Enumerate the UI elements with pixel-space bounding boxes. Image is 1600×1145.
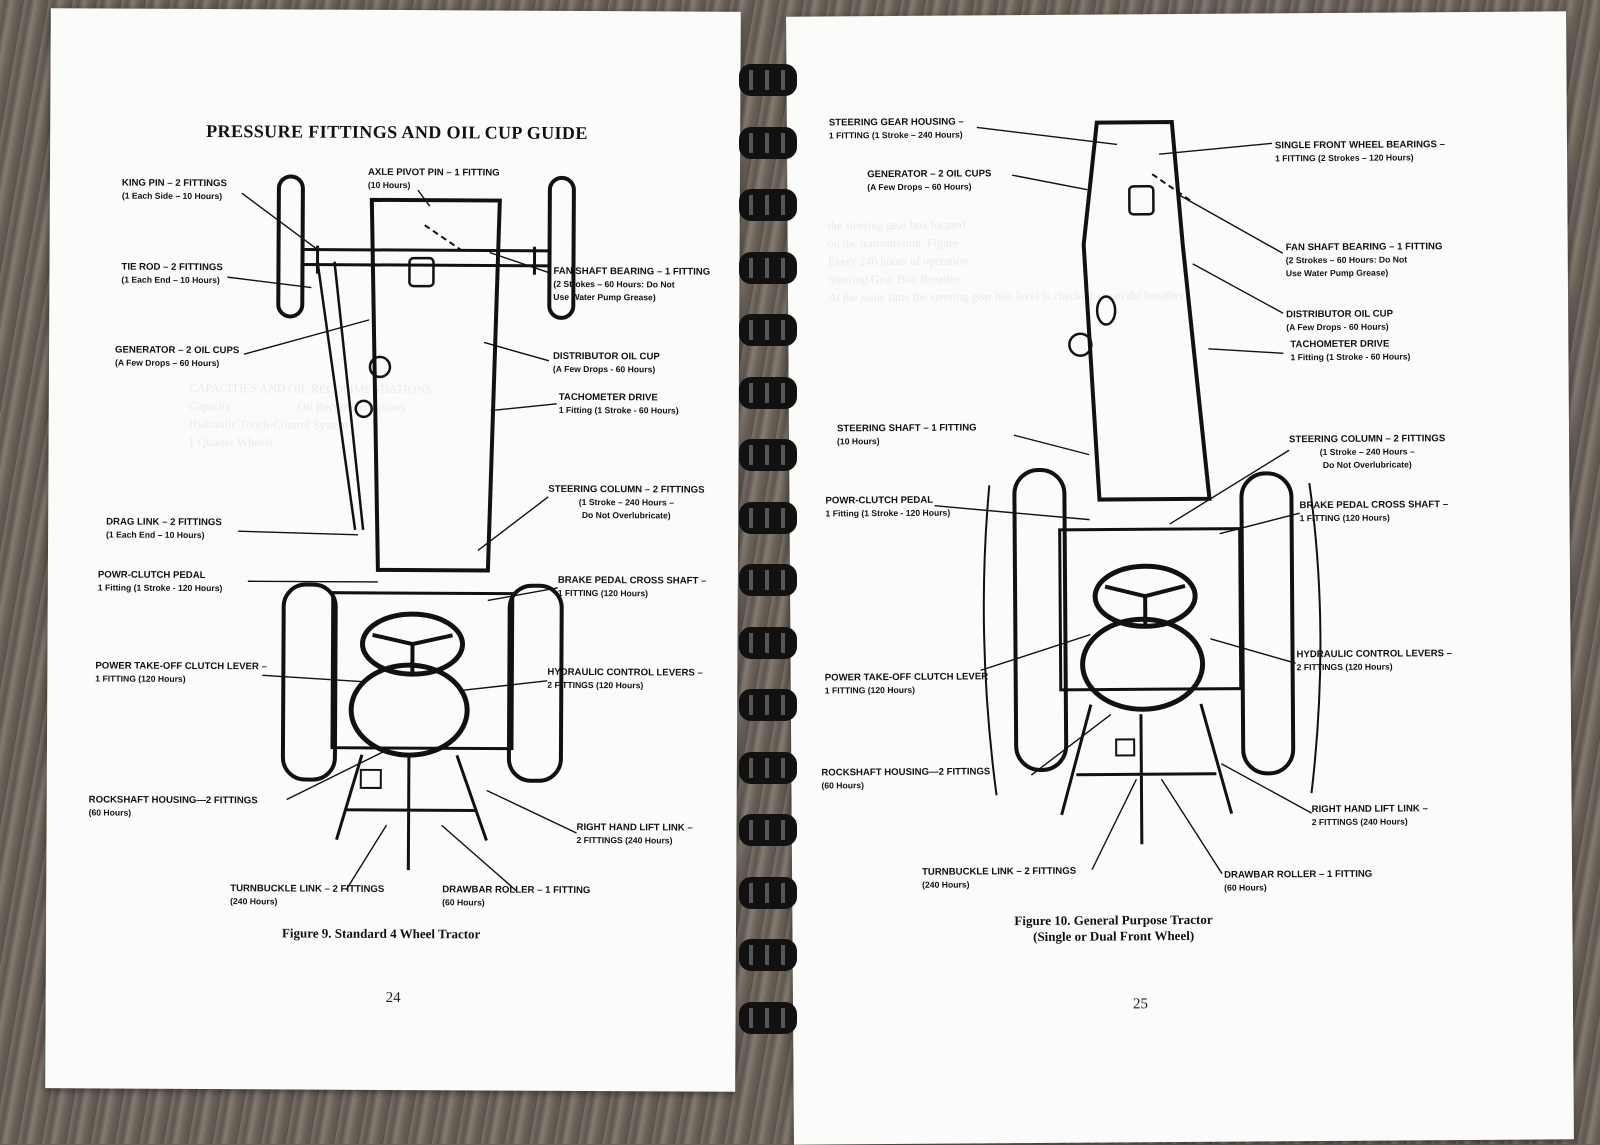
label-generator: GENERATOR – 2 OIL CUPS(A Few Drops – 60 …: [114, 344, 240, 369]
label-axle-pivot-pin: AXLE PIVOT PIN – 1 FITTING(10 Hours): [367, 166, 500, 191]
label-brake-pedal-cross-shaft: BRAKE PEDAL CROSS SHAFT –1 FITTING (120 …: [1299, 499, 1449, 524]
label-fan-shaft-bearing: FAN SHAFT BEARING – 1 FITTING(2 Strokes …: [553, 265, 711, 303]
binding-coil: [735, 810, 801, 850]
left-page: CAPACITIES AND OIL RECOMMENDATIONS Capac…: [45, 8, 741, 1092]
binding-coil: [735, 623, 801, 663]
binding-coil: [735, 935, 801, 975]
binding-coil: [735, 185, 801, 225]
binding-coil: [735, 435, 801, 475]
label-hydraulic-control-levers: HYDRAULIC CONTROL LEVERS –2 FITTINGS (12…: [547, 666, 703, 691]
page-number-left: 24: [385, 989, 401, 1007]
label-single-front-wheel-bearings: SINGLE FRONT WHEEL BEARINGS –1 FITTING (…: [1274, 139, 1445, 164]
label-rockshaft-housing: ROCKSHAFT HOUSING—2 FITTINGS(60 Hours): [821, 766, 991, 791]
label-drag-link: DRAG LINK – 2 FITTINGS(1 Each End – 10 H…: [106, 516, 222, 541]
label-rockshaft-housing: ROCKSHAFT HOUSING—2 FITTINGS(60 Hours): [88, 794, 258, 818]
label-turnbuckle-link: TURNBUCKLE LINK – 2 FITTINGS(240 Hours): [230, 883, 385, 907]
label-hydraulic-control-levers: HYDRAULIC CONTROL LEVERS –2 FITTINGS (12…: [1296, 648, 1453, 673]
label-king-pin: KING PIN – 2 FITTINGS(1 Each Side – 10 H…: [121, 177, 227, 202]
label-steering-shaft: STEERING SHAFT – 1 FITTING(10 Hours): [836, 422, 977, 447]
binding-coil: [735, 498, 801, 538]
page-number-right: 25: [1132, 996, 1149, 1013]
label-fan-shaft-bearing: FAN SHAFT BEARING – 1 FITTING(2 Strokes …: [1285, 241, 1443, 279]
label-brake-pedal-cross-shaft: BRAKE PEDAL CROSS SHAFT –1 FITTING (120 …: [557, 574, 707, 599]
binding-coil: [735, 560, 801, 600]
figure-10-caption: Figure 10. General Purpose Tractor(Singl…: [1014, 911, 1213, 945]
binding-coil: [735, 60, 801, 100]
binding-coil: [735, 998, 801, 1038]
binding-coil: [735, 310, 801, 350]
label-power-take-off-clutch-lever: POWER TAKE-OFF CLUTCH LEVER –1 FITTING (…: [95, 660, 267, 684]
binding-coil: [735, 248, 801, 288]
label-generator: GENERATOR – 2 OIL CUPS(A Few Drops – 60 …: [867, 168, 992, 193]
figure-9-caption: Figure 9. Standard 4 Wheel Tractor: [281, 925, 481, 942]
right-page: the steering gear box located on the tra…: [786, 11, 1574, 1145]
binding-coil: [735, 123, 801, 163]
label-drawbar-roller: DRAWBAR ROLLER – 1 FITTING(60 Hours): [1224, 868, 1373, 893]
label-distributor-oil-cup: DISTRIBUTOR OIL CUP(A Few Drops - 60 Hou…: [552, 350, 660, 375]
label-tie-rod: TIE ROD – 2 FITTINGS(1 Each End – 10 Hou…: [121, 261, 223, 286]
label-steering-gear-housing: STEERING GEAR HOUSING –1 FITTING (1 Stro…: [828, 116, 964, 141]
binding-coil: [735, 373, 801, 413]
label-right-hand-lift-link: RIGHT HAND LIFT LINK –2 FITTINGS (240 Ho…: [576, 821, 693, 846]
spiral-binding: [735, 60, 805, 1060]
label-distributor-oil-cup: DISTRIBUTOR OIL CUP(A Few Drops - 60 Hou…: [1286, 308, 1393, 333]
binding-coil: [735, 873, 801, 913]
binding-coil: [735, 685, 801, 725]
label-steering-column: STEERING COLUMN – 2 FITTINGS(1 Stroke – …: [1288, 433, 1446, 470]
binding-coil: [735, 748, 801, 788]
label-drawbar-roller: DRAWBAR ROLLER – 1 FITTING(60 Hours): [442, 884, 591, 908]
label-turnbuckle-link: TURNBUCKLE LINK – 2 FITTINGS(240 Hours): [922, 865, 1077, 890]
figure-10-diagram: [934, 120, 1322, 875]
figure-9-diagram: [227, 174, 577, 892]
label-right-hand-lift-link: RIGHT HAND LIFT LINK –2 FITTINGS (240 Ho…: [1311, 803, 1428, 828]
label-steering-column: STEERING COLUMN – 2 FITTINGS(1 Stroke – …: [548, 483, 705, 521]
